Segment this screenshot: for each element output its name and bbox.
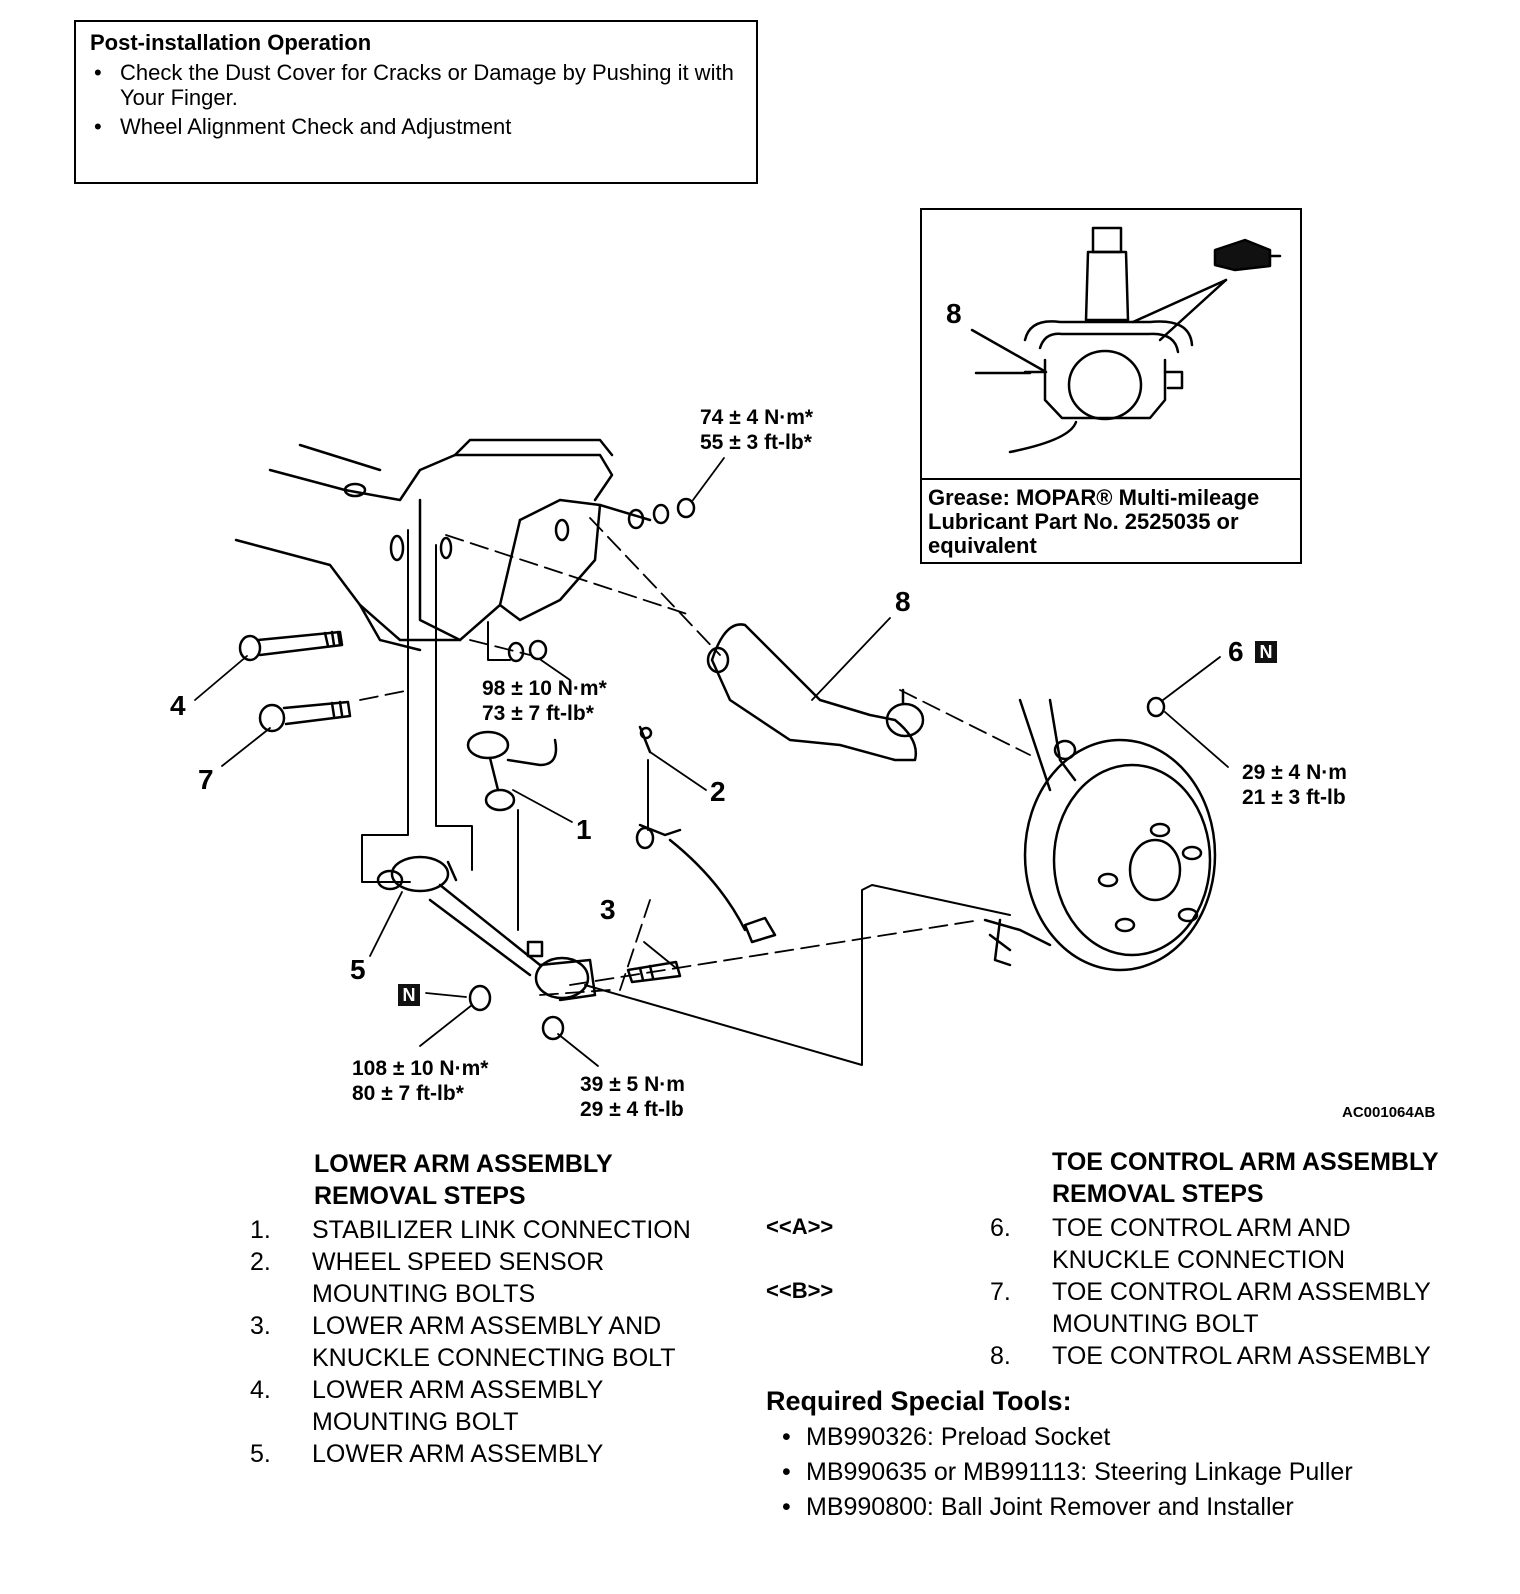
bolt-7-drawing (258, 700, 352, 733)
torque-label-98: 98 ± 10 N·m* 73 ± 7 ft-lb* (482, 676, 607, 726)
tools-list: MB990326: Preload Socket MB990635 or MB9… (782, 1420, 1353, 1525)
callout-2: 2 (710, 776, 726, 807)
step-text: TOE CONTROL ARM ASSEMBLY (1052, 1342, 1431, 1370)
step-item: 2. WHEEL SPEED SENSOR MOUNTING BOLTS (250, 1246, 691, 1310)
step-text: MOUNTING BOLT (312, 1408, 519, 1436)
callout-3: 3 (600, 894, 616, 925)
step-text: TOE CONTROL ARM AND (1052, 1214, 1351, 1242)
step-number: 5. (250, 1440, 271, 1468)
nuts-drawing (468, 497, 1166, 1041)
callout-7: 7 (198, 764, 214, 795)
post-installation-title: Post-installation Operation (90, 30, 372, 55)
procedure-ref-a: <<A>> (766, 1214, 834, 1239)
step-item: 5. LOWER ARM ASSEMBLY (250, 1438, 691, 1470)
step-number: 6. (990, 1214, 1011, 1242)
torque-label-29: 29 ± 4 N·m 21 ± 3 ft-lb (1242, 760, 1347, 810)
step-text: KNUCKLE CONNECTION (1052, 1246, 1346, 1274)
grease-inset: 8 Grease: MOPAR® Multi-mileage Lubricant… (920, 208, 1302, 564)
title-line: TOE CONTROL ARM ASSEMBLY (1052, 1148, 1439, 1176)
torque-nm: 39 ± 5 N·m (580, 1073, 685, 1096)
step-item: 6. TOE CONTROL ARM AND KNUCKLE CONNECTIO… (990, 1212, 1431, 1276)
new-part-badge: N (398, 984, 420, 1006)
step-item: 4. LOWER ARM ASSEMBLY MOUNTING BOLT (250, 1374, 691, 1438)
step-text: MOUNTING BOLT (1052, 1310, 1259, 1338)
step-text: MOUNTING BOLTS (312, 1280, 536, 1308)
torque-nm: 98 ± 10 N·m* (482, 677, 607, 700)
lower-arm-title: LOWER ARM ASSEMBLY REMOVAL STEPS (314, 1148, 613, 1212)
bolt-4-drawing (238, 630, 344, 662)
post-installation-box: Post-installation Operation Check the Du… (74, 20, 758, 184)
tool-item: MB990635 or MB991113: Steering Linkage P… (782, 1455, 1353, 1490)
torque-ftlb: 21 ± 3 ft-lb (1242, 786, 1346, 809)
step-item: 8. TOE CONTROL ARM ASSEMBLY (990, 1340, 1431, 1372)
step-number: 8. (990, 1342, 1011, 1370)
callout-6: 6 (1228, 636, 1244, 667)
procedure-ref-b: <<B>> (766, 1278, 834, 1303)
tool-item: MB990326: Preload Socket (782, 1420, 1353, 1455)
step-number: 4. (250, 1376, 271, 1404)
step-item: 3. LOWER ARM ASSEMBLY AND KNUCKLE CONNEC… (250, 1310, 691, 1374)
tools-title: Required Special Tools: (766, 1386, 1072, 1416)
step-text: KNUCKLE CONNECTING BOLT (312, 1344, 676, 1372)
step-text: LOWER ARM ASSEMBLY AND (312, 1312, 662, 1340)
torque-label-39: 39 ± 5 N·m 29 ± 4 ft-lb (580, 1072, 685, 1122)
step-number: 1. (250, 1216, 271, 1244)
step-text: STABILIZER LINK CONNECTION (312, 1216, 691, 1244)
toe-control-arm-drawing (706, 623, 925, 762)
torque-label-74: 74 ± 4 N·m* 55 ± 3 ft-lb* (700, 405, 813, 455)
toe-arm-title: TOE CONTROL ARM ASSEMBLY REMOVAL STEPS (1052, 1146, 1439, 1210)
frame-crossmember-drawing (234, 438, 652, 652)
step-item: 7. TOE CONTROL ARM ASSEMBLY MOUNTING BOL… (990, 1276, 1431, 1340)
torque-ftlb: 80 ± 7 ft-lb* (352, 1082, 464, 1105)
torque-nm: 29 ± 4 N·m (1242, 761, 1347, 784)
guide-lines (361, 529, 1011, 1066)
step-number: 2. (250, 1248, 271, 1276)
title-line: LOWER ARM ASSEMBLY (314, 1150, 613, 1178)
ball-joint-inset-drawing (970, 226, 1282, 454)
tool-item: MB990800: Ball Joint Remover and Install… (782, 1490, 1353, 1525)
torque-nm: 74 ± 4 N·m* (700, 406, 814, 429)
callout-1: 1 (576, 814, 592, 845)
post-installation-item: Wheel Alignment Check and Adjustment (90, 114, 742, 139)
step-text: TOE CONTROL ARM ASSEMBLY (1052, 1278, 1431, 1306)
knuckle-hub-drawing (983, 698, 1217, 972)
post-installation-item: Check the Dust Cover for Cracks or Damag… (90, 60, 742, 110)
figure-code: AC001064AB (1342, 1104, 1436, 1121)
step-number: 3. (250, 1312, 271, 1340)
new-part-badge: N (1255, 641, 1277, 663)
torque-nm: 108 ± 10 N·m* (352, 1057, 489, 1080)
grease-note: Grease: MOPAR® Multi-mileage Lubricant P… (922, 478, 1300, 564)
toe-arm-steps: 6. TOE CONTROL ARM AND KNUCKLE CONNECTIO… (990, 1212, 1431, 1372)
step-item: 1. STABILIZER LINK CONNECTION (250, 1214, 691, 1246)
title-line: REMOVAL STEPS (1052, 1180, 1264, 1208)
step-text: LOWER ARM ASSEMBLY (312, 1376, 604, 1404)
title-line: REMOVAL STEPS (314, 1182, 526, 1210)
step-text: WHEEL SPEED SENSOR (312, 1248, 605, 1276)
callout-8: 8 (895, 586, 911, 617)
bolt-3-drawing (626, 960, 682, 984)
callout-4: 4 (170, 690, 186, 721)
lower-arm-steps: 1. STABILIZER LINK CONNECTION 2. WHEEL S… (250, 1214, 691, 1470)
callout-5: 5 (350, 954, 366, 985)
torque-label-108: 108 ± 10 N·m* 80 ± 7 ft-lb* (352, 1056, 488, 1106)
post-installation-list: Check the Dust Cover for Cracks or Damag… (90, 60, 742, 139)
step-number: 7. (990, 1278, 1011, 1306)
lower-arm-drawing (376, 855, 597, 1002)
torque-ftlb: 55 ± 3 ft-lb* (700, 431, 812, 454)
alignment-lines (359, 517, 1031, 996)
torque-ftlb: 73 ± 7 ft-lb* (482, 702, 594, 725)
leader-lines (194, 457, 1229, 1067)
torque-ftlb: 29 ± 4 ft-lb (580, 1098, 684, 1121)
step-text: LOWER ARM ASSEMBLY (312, 1440, 604, 1468)
stabilizer-link-drawing (466, 730, 558, 812)
callout-8-inset: 8 (946, 298, 962, 329)
wheel-speed-sensor-drawing (635, 725, 777, 944)
